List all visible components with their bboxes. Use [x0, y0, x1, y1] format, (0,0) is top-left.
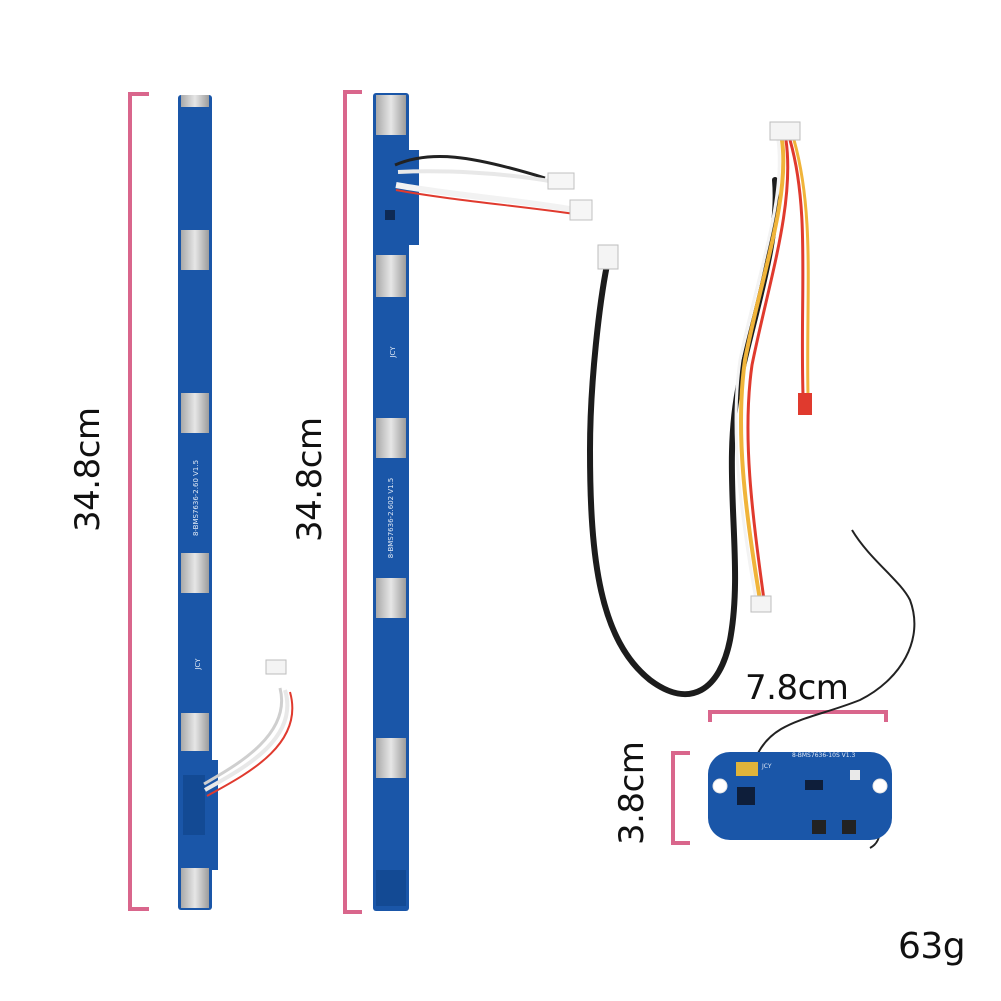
strip2-length-bracket — [343, 90, 362, 914]
board-width-bracket — [708, 710, 888, 722]
strip1-model-silkscreen: 8-BMS7636-2.60 V1.5 — [192, 459, 200, 537]
strip1-length-label: 34.8cm — [68, 407, 108, 532]
bms-strip-left — [178, 95, 218, 910]
board-model-silkscreen: 8-BMS7636-10S V1.3 — [792, 752, 856, 759]
strip2-model-silkscreen: 8-BMS7636-2.602 V1.5 — [387, 477, 395, 559]
strip2-harness — [394, 154, 593, 221]
weight-label: 63g — [898, 926, 966, 967]
strip1-maker-mark: JCY — [194, 658, 202, 670]
board-height-bracket — [671, 751, 690, 845]
strip2-maker-mark: JCY — [389, 346, 397, 358]
colored-wire-bundle — [734, 121, 812, 613]
control-board — [708, 752, 892, 840]
bms-strip-right — [373, 93, 419, 911]
strip1-length-bracket — [128, 92, 149, 911]
board-maker-mark: JCY — [762, 763, 772, 770]
strip2-length-label: 34.8cm — [290, 417, 330, 542]
board-height-label: 3.8cm — [612, 741, 652, 845]
strip1-harness — [203, 659, 294, 797]
board-width-label: 7.8cm — [745, 668, 849, 708]
